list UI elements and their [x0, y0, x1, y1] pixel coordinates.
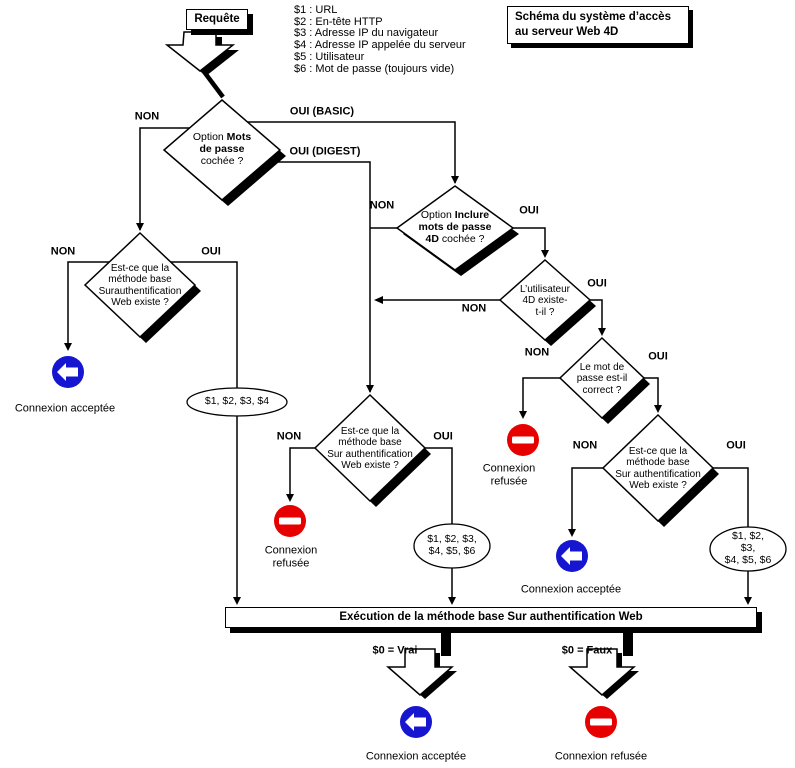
left-arrow-glyph	[405, 713, 426, 731]
connection-accepted-icon	[52, 356, 84, 388]
left-arrow-glyph	[561, 547, 582, 565]
no-entry-bar-glyph	[590, 718, 612, 726]
legend-item: $5 : Utilisateur	[294, 50, 365, 63]
params-mid-label: $1, $2, $3, $4, $5, $6	[427, 533, 477, 557]
outcome-refused-label: Connexion refusée	[554, 750, 648, 763]
legend-item: $1 : URL	[294, 4, 338, 16]
left-arrow-glyph	[57, 363, 78, 381]
result-false-arrow-icon	[568, 648, 639, 699]
edge-non-passwords: NON	[134, 110, 160, 123]
decision-diamonds	[83, 99, 719, 527]
edge-non-base-mid: NON	[276, 430, 302, 443]
parameter-ellipses	[186, 387, 787, 572]
legend-item: $3 : Adresse IP du navigateur	[294, 27, 439, 40]
edge-oui-password-ok: OUI	[648, 350, 668, 363]
params-left-label: $1, $2, $3, $4	[204, 395, 270, 408]
decision-user-exists-label: L’utilisateur 4D existe- t-il ?	[519, 283, 571, 318]
execution-box: Exécution de la méthode base Sur authent…	[225, 607, 757, 628]
decision-base-right-label: Est-ce que la méthode base Sur authentif…	[615, 446, 701, 492]
edge-oui-basic: OUI (BASIC)	[289, 105, 355, 118]
edge-non-password-ok: NON	[524, 346, 550, 359]
connection-refused-icon	[585, 706, 617, 738]
decision-password-ok-shape	[558, 336, 646, 420]
connector-lines	[67, 67, 749, 602]
decision-passwords-shape	[162, 99, 282, 201]
outcome-accepted-label: Connexion acceptée	[14, 402, 116, 415]
edge-oui-base-left: OUI	[201, 245, 221, 258]
parameters-legend: $1 : URL $2 : En-tête HTTP $3 : Adresse …	[294, 4, 466, 75]
legend-item: $6 : Mot de passe (toujours vide)	[294, 62, 455, 75]
result-false-label: $0 = Faux	[561, 644, 613, 657]
decision-user-exists-shape	[498, 258, 592, 342]
decision-password-ok-label: Le mot de passe est-il correct ?	[576, 361, 628, 396]
connection-accepted-icon	[556, 540, 588, 572]
decision-passwords-label: Option Mots de passe cochée ?	[192, 131, 252, 167]
connection-refused-icon	[274, 505, 306, 537]
edge-oui-user-exists: OUI	[587, 277, 607, 290]
decision-base-left-label: Est-ce que la méthode base Surauthentifi…	[98, 263, 182, 309]
params-ellipse-right	[709, 526, 787, 572]
diagram-title: Schéma du système d’accès au serveur Web…	[507, 6, 689, 44]
result-true-label: $0 = Vrai	[372, 644, 418, 657]
params-right-label: $1, $2, $3, $4, $5, $6	[724, 530, 772, 566]
edge-non-user-exists: NON	[461, 302, 487, 315]
arrowheads	[64, 176, 752, 605]
outcome-accepted-label: Connexion acceptée	[520, 583, 622, 596]
edge-oui-base-mid: OUI	[433, 430, 453, 443]
outcome-accepted-label: Connexion acceptée	[365, 750, 467, 763]
edge-non-base-right: NON	[572, 439, 598, 452]
no-entry-bar-glyph	[279, 517, 301, 525]
result-arrows	[386, 629, 639, 699]
decision-base-mid-shape	[313, 393, 427, 503]
decision-include4d-shape	[395, 185, 515, 271]
decision-base-left-shape	[83, 231, 197, 339]
outcome-refused-label: Connexion refusée	[482, 462, 536, 487]
decision-include4d-label: Option Inclure mots de passe 4D cochée ?	[418, 209, 492, 245]
legend-item: $2 : En-tête HTTP	[294, 15, 383, 28]
decision-base-right-shape	[601, 413, 715, 523]
connection-refused-icon	[507, 424, 539, 456]
params-ellipse-mid	[413, 523, 491, 569]
request-box: Requête	[186, 9, 248, 30]
request-arrow-icon	[164, 31, 239, 76]
edge-non-include4d: NON	[369, 199, 395, 212]
decision-base-mid-label: Est-ce que la méthode base Sur authentif…	[327, 426, 413, 472]
edge-oui-base-right: OUI	[726, 439, 746, 452]
result-true-arrow-icon	[386, 648, 457, 699]
edge-oui-digest: OUI (DIGEST)	[289, 145, 361, 158]
params-ellipse-left	[186, 387, 288, 417]
edge-non-base-left: NON	[50, 245, 76, 258]
legend-item: $4 : Adresse IP appelée du serveur	[294, 39, 466, 52]
no-entry-bar-glyph	[512, 436, 534, 444]
outcome-refused-label: Connexion refusée	[264, 544, 318, 569]
connection-accepted-icon	[400, 706, 432, 738]
result-true-bar	[441, 629, 451, 656]
edge-oui-include4d: OUI	[519, 204, 539, 217]
result-false-bar	[623, 629, 633, 656]
